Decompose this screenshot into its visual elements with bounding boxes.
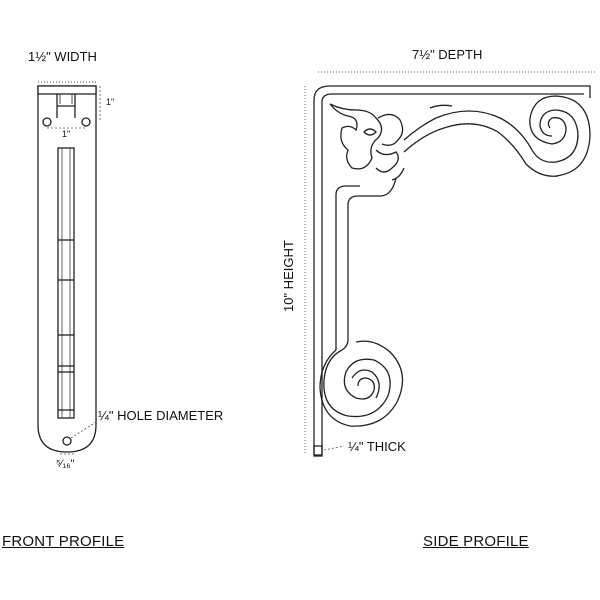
bracket-outer-frame xyxy=(313,85,591,455)
thick-leader xyxy=(323,445,345,451)
front-offset-vertical-label: 1" xyxy=(106,97,115,107)
front-hole-leader xyxy=(70,421,97,439)
fleur-de-lis-ornament xyxy=(329,103,405,181)
front-web-slot xyxy=(57,147,75,419)
upper-scroll xyxy=(529,95,591,177)
front-offset-horizontal-label: 1" xyxy=(62,129,71,139)
side-depth-label: 7½" DEPTH xyxy=(412,47,483,62)
front-profile-drawing xyxy=(37,81,101,455)
front-width-label: 1½" WIDTH xyxy=(28,49,97,64)
front-h-motif xyxy=(56,94,76,118)
front-hole-diameter-label: ¼" HOLE DIAMETER xyxy=(98,408,224,423)
front-screw-hole-left xyxy=(42,117,52,127)
upper-arm-curve xyxy=(403,110,557,163)
bracket-inner-web xyxy=(347,177,397,340)
lower-arm-curve xyxy=(323,339,389,418)
front-top-cap xyxy=(37,85,97,95)
front-bottom-hole xyxy=(62,436,72,446)
side-profile-caption: SIDE PROFILE xyxy=(423,533,529,550)
side-thick-label: ¼" THICK xyxy=(348,439,406,454)
front-profile-caption: FRONT PROFILE xyxy=(2,533,125,550)
side-height-label: 10" HEIGHT xyxy=(281,240,296,312)
lower-scroll xyxy=(343,358,391,400)
front-screw-hole-right xyxy=(81,117,91,127)
front-plate-outline xyxy=(37,85,97,453)
front-bottom-offset-label: ⁵⁄₁₆" xyxy=(56,458,75,470)
side-profile-drawing xyxy=(304,71,597,457)
thick-marker xyxy=(313,445,323,457)
